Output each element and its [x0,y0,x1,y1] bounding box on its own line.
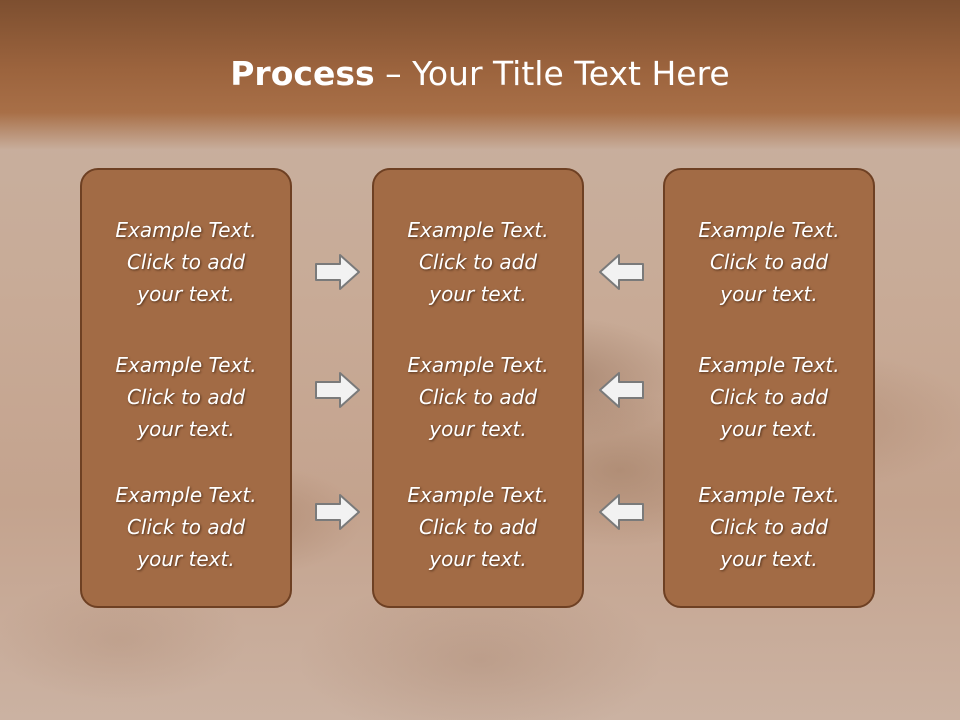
text-line: Click to add [418,385,538,409]
text-line: Example Text. [698,483,840,507]
left-arrow-icon [599,372,644,408]
text-block[interactable]: Example Text. Click to add your text. [665,214,873,310]
text-line: your text. [137,547,235,571]
text-line: Example Text. [115,353,257,377]
process-panel-left[interactable]: Example Text. Click to add your text. Ex… [80,168,292,608]
text-line: your text. [720,282,818,306]
text-line: your text. [137,282,235,306]
text-line: your text. [429,282,527,306]
text-line: Example Text. [407,353,549,377]
text-block[interactable]: Example Text. Click to add your text. [374,479,582,575]
text-line: your text. [429,417,527,441]
text-line: your text. [720,417,818,441]
text-line: Click to add [418,250,538,274]
text-line: Click to add [126,250,246,274]
text-line: Click to add [709,515,829,539]
text-line: Click to add [709,385,829,409]
text-line: Example Text. [115,483,257,507]
text-block[interactable]: Example Text. Click to add your text. [665,479,873,575]
text-line: your text. [137,417,235,441]
title-banner [0,0,960,150]
process-panel-right[interactable]: Example Text. Click to add your text. Ex… [663,168,875,608]
text-line: Example Text. [407,218,549,242]
text-block[interactable]: Example Text. Click to add your text. [82,479,290,575]
left-arrow-icon [599,494,644,530]
text-line: Example Text. [698,353,840,377]
process-panel-center[interactable]: Example Text. Click to add your text. Ex… [372,168,584,608]
text-line: Click to add [709,250,829,274]
text-line: Click to add [418,515,538,539]
title-bold: Process [230,54,375,93]
text-line: Example Text. [698,218,840,242]
right-arrow-icon [315,372,360,408]
text-line: Click to add [126,385,246,409]
text-block[interactable]: Example Text. Click to add your text. [665,349,873,445]
text-block[interactable]: Example Text. Click to add your text. [82,349,290,445]
text-line: Example Text. [115,218,257,242]
text-block[interactable]: Example Text. Click to add your text. [374,214,582,310]
text-line: your text. [429,547,527,571]
text-line: your text. [720,547,818,571]
text-line: Example Text. [407,483,549,507]
left-arrow-icon [599,254,644,290]
right-arrow-icon [315,494,360,530]
title-rest: – Your Title Text Here [374,54,730,93]
slide-title[interactable]: Process – Your Title Text Here [0,52,960,96]
text-block[interactable]: Example Text. Click to add your text. [374,349,582,445]
text-line: Click to add [126,515,246,539]
right-arrow-icon [315,254,360,290]
text-block[interactable]: Example Text. Click to add your text. [82,214,290,310]
